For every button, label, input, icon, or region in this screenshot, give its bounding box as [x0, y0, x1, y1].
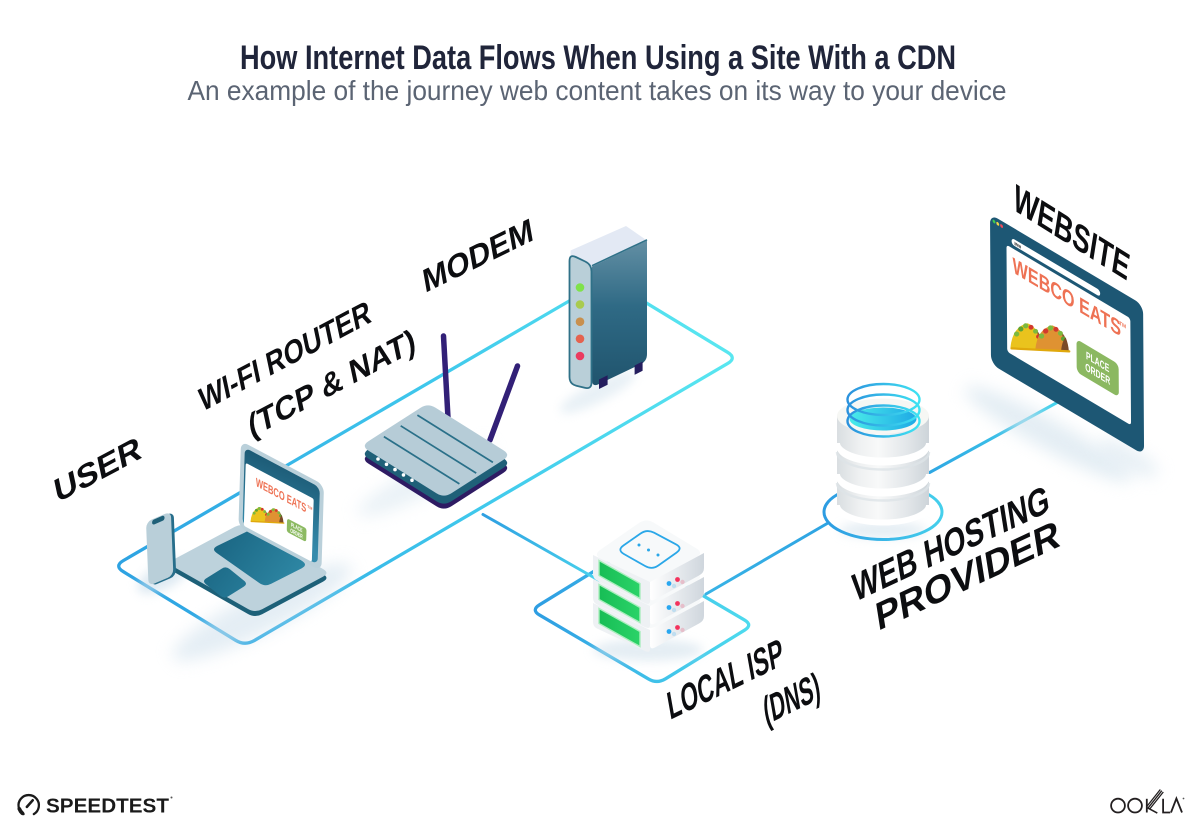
svg-text:SPEEDTEST: SPEEDTEST [46, 796, 169, 818]
svg-text:How Internet Data Flows When U: How Internet Data Flows When Using a Sit… [240, 39, 956, 77]
svg-text:TM: TM [307, 504, 313, 512]
svg-text:An example of the journey web: An example of the journey web content ta… [188, 75, 1007, 106]
svg-text:PLACE: PLACE [291, 522, 303, 534]
svg-text:TM: TM [1119, 321, 1126, 331]
svg-text:WWW: WWW [1014, 241, 1021, 250]
